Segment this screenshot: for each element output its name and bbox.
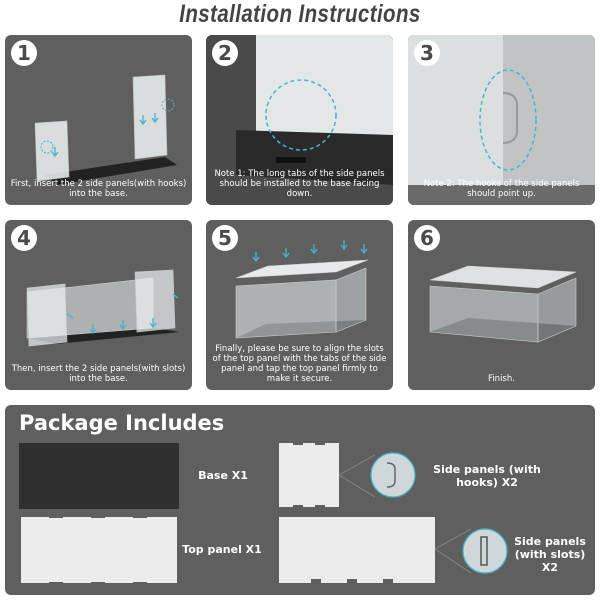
side-panel-slots-piece [275, 513, 515, 589]
package-title: Package Includes [19, 411, 224, 435]
step-5-card: 5 Finally, please be sure to align the s… [206, 220, 393, 390]
step-number: 2 [212, 40, 238, 66]
step-caption: Finally, please be sure to align the slo… [210, 344, 389, 384]
side-panels-slots-label: Side panels (with slots) X2 [509, 535, 591, 574]
step-caption: First, insert the 2 side panels(with hoo… [9, 179, 188, 199]
step-number: 4 [11, 225, 37, 251]
step-2-card: 2 Note 1: The long tabs of the side pane… [206, 35, 393, 205]
step-6-card: 6 Finish. [408, 220, 595, 390]
top-panel-piece [19, 515, 179, 585]
step-caption: Then, insert the 2 side panels(with slot… [9, 364, 188, 384]
step-caption: Finish. [412, 374, 591, 384]
base-label: Base X1 [183, 469, 263, 482]
step-number: 6 [414, 225, 440, 251]
package-includes-panel: Package Includes Base X1 Top panel X1 Si… [5, 405, 595, 595]
side-panel-hooks-piece [275, 441, 425, 511]
step-number: 5 [212, 225, 238, 251]
step-number: 3 [414, 40, 440, 66]
step-caption: Note 1: The long tabs of the side panels… [210, 169, 389, 199]
step-1-card: 1 First, insert the 2 side panels(with h… [5, 35, 192, 205]
base-piece [19, 443, 179, 509]
step-3-card: 3 Note 2: The hooks of the side panels s… [408, 35, 595, 205]
step-caption: Note 2: The hooks of the side panels sho… [412, 179, 591, 199]
step-4-card: 4 Then, insert the 2 side panels(with sl… [5, 220, 192, 390]
page-title: Installation Instructions [54, 0, 546, 30]
side-panels-hooks-label: Side panels (with hooks) X2 [433, 463, 541, 489]
step-number: 1 [11, 40, 37, 66]
top-panel-label: Top panel X1 [177, 543, 267, 556]
